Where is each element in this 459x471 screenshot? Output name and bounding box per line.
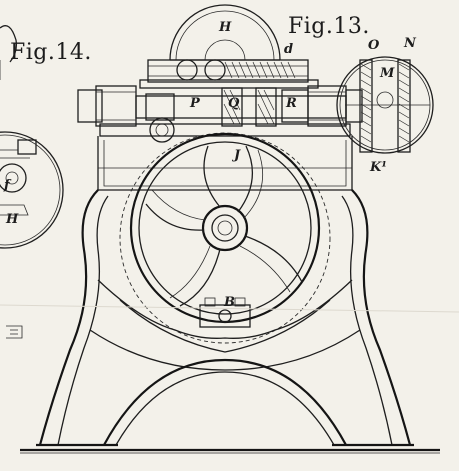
frame-housing (97, 136, 353, 191)
label-M: M (380, 66, 395, 81)
fig14-title: Fig.14. (10, 40, 92, 65)
top-gear-assembly (139, 59, 319, 89)
bearing-block (199, 297, 251, 328)
label-d: d (284, 42, 294, 57)
machine-stand (36, 189, 414, 447)
fig13-detail-circle (336, 56, 434, 154)
label-H-left: H (6, 212, 19, 227)
label-O: O (368, 38, 380, 53)
label-N: N (404, 36, 416, 51)
label-R: R (286, 96, 297, 111)
fig13-title: Fig.13. (288, 14, 370, 39)
label-Q: Q (228, 96, 240, 111)
roller-bracket (99, 117, 351, 143)
label-H-top: H (219, 20, 232, 35)
fig14-detail-circle (0, 60, 64, 339)
label-J: J (234, 148, 241, 163)
main-shaft (77, 85, 363, 127)
label-P: P (190, 96, 200, 111)
label-B: B (224, 295, 235, 310)
label-f: f (4, 178, 10, 193)
label-K1: K¹ (370, 160, 387, 175)
